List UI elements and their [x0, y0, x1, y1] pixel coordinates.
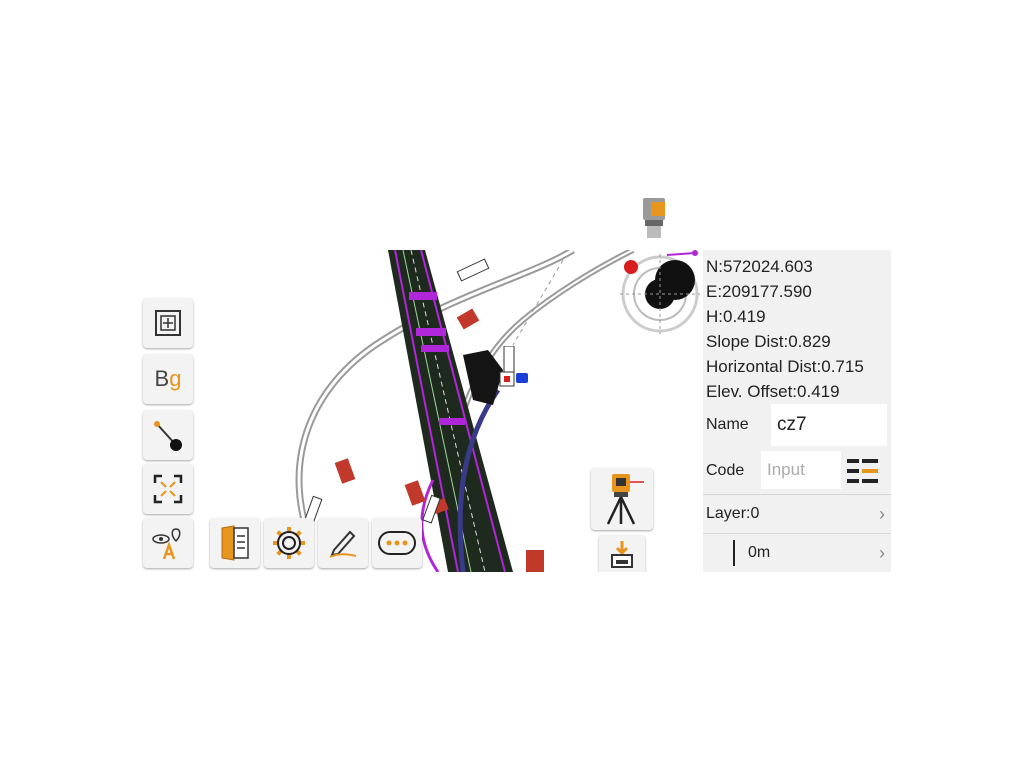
pole-height-icon	[733, 540, 735, 566]
edit-button[interactable]	[318, 518, 368, 568]
measure-line-button[interactable]	[143, 410, 193, 460]
instrument-status-icon[interactable]	[637, 196, 671, 240]
pencil-icon	[329, 530, 357, 558]
total-station-button[interactable]	[591, 468, 653, 530]
chevron-right-icon: ›	[879, 542, 885, 563]
stakeout-point-icon[interactable]	[498, 346, 538, 390]
crosshair-frame-icon	[155, 310, 181, 336]
divider	[703, 494, 891, 495]
more-button[interactable]	[372, 518, 422, 568]
slope-dist-text: Slope Dist:0.829	[706, 332, 831, 351]
more-dots-icon	[378, 531, 416, 555]
pin-line-icon	[154, 421, 182, 451]
zoom-to-extent-button[interactable]	[143, 298, 193, 348]
eye-pin-a-icon	[152, 528, 181, 560]
name-row: Name cz7	[703, 402, 891, 448]
total-station-icon	[606, 474, 644, 525]
elev-offset-text: Elev. Offset:0.419	[706, 382, 840, 401]
gear-icon	[273, 527, 305, 559]
record-point-button[interactable]	[599, 535, 645, 572]
northing-text: N:572024.603	[706, 257, 813, 276]
point-form-panel: Name cz7 Code Input Layer:0 ›	[703, 402, 891, 572]
settings-button[interactable]	[264, 518, 314, 568]
code-input[interactable]: Input	[761, 451, 841, 489]
divider	[703, 533, 891, 534]
background-map-button[interactable]: Bg	[143, 354, 193, 404]
code-placeholder: Input	[767, 460, 805, 479]
save-record-icon	[611, 540, 633, 568]
project-file-button[interactable]	[210, 518, 260, 568]
name-label: Name	[706, 416, 749, 433]
horizontal-dist-text: Horizontal Dist:0.715	[706, 357, 864, 376]
height-value: 0m	[748, 544, 771, 561]
survey-app: Bg	[133, 250, 891, 572]
map-view[interactable]	[133, 250, 891, 572]
bg-icon: Bg	[154, 366, 182, 391]
cad-drawing	[295, 250, 635, 572]
code-list-icon[interactable]	[847, 457, 879, 485]
book-icon	[221, 525, 249, 561]
height-text: H:0.419	[706, 307, 766, 326]
point-label-button[interactable]	[143, 518, 193, 568]
easting-text: E:209177.590	[706, 282, 812, 301]
coordinate-readout-panel: N:572024.603 E:209177.590 H:0.419 Slope …	[703, 250, 891, 402]
target-compass-icon[interactable]	[617, 250, 703, 336]
name-value: cz7	[777, 414, 807, 435]
name-input[interactable]: cz7	[771, 404, 887, 446]
expand-arrows-icon	[153, 474, 183, 504]
layer-row[interactable]: Layer:0 ›	[703, 495, 891, 533]
chevron-right-icon: ›	[879, 503, 885, 524]
layer-label: Layer:0	[706, 505, 760, 522]
code-label: Code	[706, 462, 745, 479]
code-row: Code Input	[703, 448, 891, 494]
antenna-height-row[interactable]: 0m ›	[703, 534, 891, 572]
fit-view-button[interactable]	[143, 464, 193, 514]
